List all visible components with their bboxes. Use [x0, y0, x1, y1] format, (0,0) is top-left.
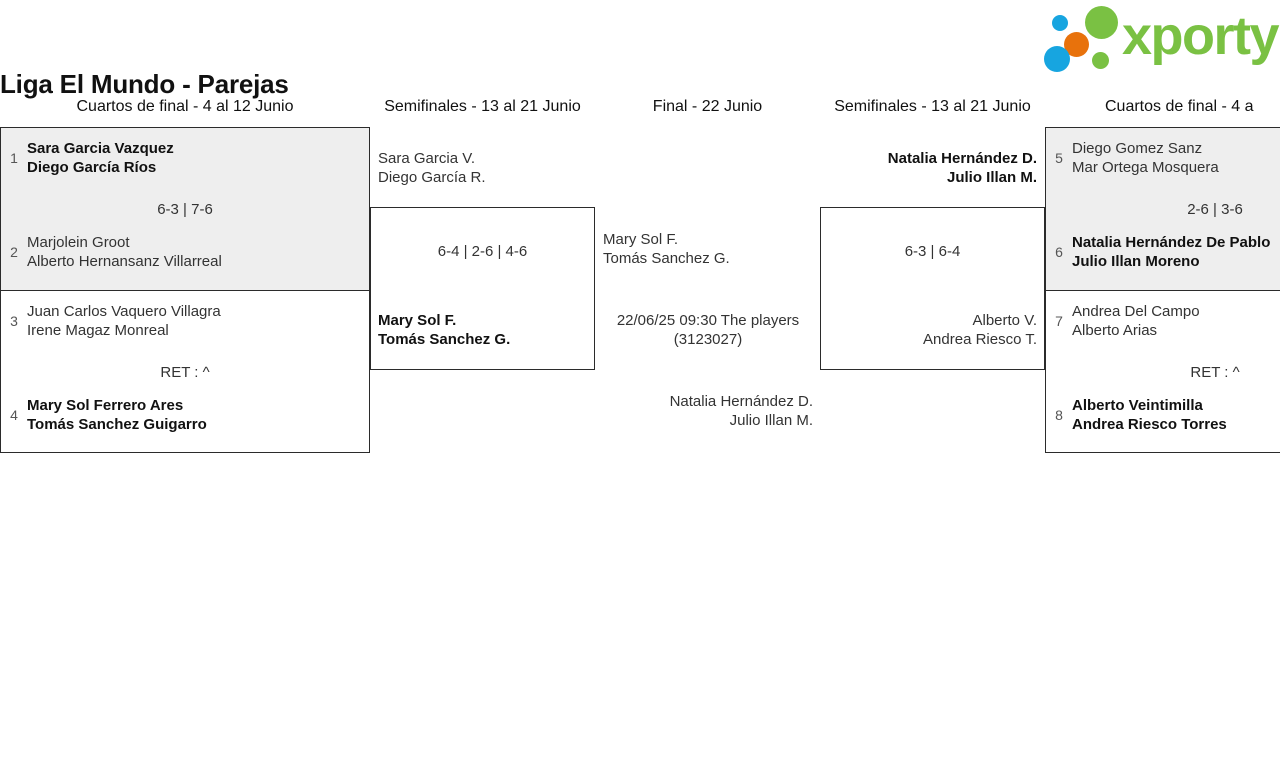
- player-name: Tomás Sanchez G.: [603, 250, 730, 267]
- match-qf1-team-bottom[interactable]: 2 Marjolein Groot Alberto Hernansanz Vil…: [1, 233, 369, 271]
- team-names: Marjolein Groot Alberto Hernansanz Villa…: [27, 233, 222, 271]
- logo-dot-blue-large: [1044, 46, 1070, 72]
- logo-dot-blue-small: [1052, 15, 1068, 31]
- final-team-top[interactable]: Mary Sol F. Tomás Sanchez G.: [603, 230, 730, 268]
- final-match-info[interactable]: 22/06/25 09:30 The players (3123027): [603, 311, 813, 349]
- page-header: Liga El Mundo - Parejas Final Six - Grup…: [0, 0, 1280, 198]
- player-name: Alberto Arias: [1072, 322, 1158, 339]
- semifinal-right-box[interactable]: 6-3 | 6-4: [820, 207, 1045, 370]
- quarterfinals-right-column: 5 Diego Gomez Sanz Mar Ortega Mosquera 2…: [1045, 127, 1280, 453]
- match-qf1-team-top[interactable]: 1 Sara Garcia Vazquez Diego García Ríos: [1, 139, 369, 177]
- round-header-semifinals-left: Semifinales - 13 al 21 Junio: [384, 98, 581, 115]
- match-qf1-score: 6-3 | 7-6: [157, 201, 213, 218]
- match-qf4-score: RET : ^: [1190, 364, 1240, 381]
- match-qf3[interactable]: 5 Diego Gomez Sanz Mar Ortega Mosquera 2…: [1046, 128, 1280, 291]
- player-name: Alberto V.: [972, 312, 1038, 329]
- round-header-quarterfinals-left: Cuartos de final - 4 al 12 Junio: [76, 98, 294, 115]
- final-team-bottom[interactable]: Natalia Hernández D. Julio Illan M.: [603, 392, 813, 430]
- player-name: Natalia Hernández De Pablo: [1072, 234, 1271, 251]
- player-name: Tomás Sanchez G.: [378, 331, 511, 348]
- logo-wordmark: xporty: [1122, 6, 1280, 66]
- match-qf3-team-bottom[interactable]: 6 Natalia Hernández De Pablo Julio Illan…: [1046, 233, 1280, 271]
- player-name: Diego García R.: [378, 169, 486, 186]
- match-qf2-score: RET : ^: [160, 364, 210, 381]
- player-name: Andrea Del Campo: [1072, 303, 1200, 320]
- semifinal-left-box[interactable]: 6-4 | 2-6 | 4-6: [370, 207, 595, 370]
- team-names: Andrea Del Campo Alberto Arias: [1072, 302, 1200, 340]
- match-qf4[interactable]: 7 Andrea Del Campo Alberto Arias RET : ^…: [1046, 291, 1280, 454]
- team-names: Juan Carlos Vaquero Villagra Irene Magaz…: [27, 302, 221, 340]
- player-name: Mary Sol Ferrero Ares: [27, 397, 184, 414]
- player-name: Mary Sol F.: [378, 312, 457, 329]
- player-name: Natalia Hernández D.: [887, 150, 1037, 167]
- semifinal-left-team-bottom[interactable]: Mary Sol F. Tomás Sanchez G.: [378, 311, 510, 349]
- player-name: Julio Illan M.: [729, 412, 813, 429]
- player-name: Andrea Riesco Torres: [1072, 416, 1227, 433]
- player-name: Natalia Hernández D.: [669, 393, 813, 410]
- player-name: Marjolein Groot: [27, 234, 130, 251]
- player-name: Julio Illan M.: [946, 169, 1037, 186]
- semifinal-left-score: 6-4 | 2-6 | 4-6: [437, 243, 528, 260]
- xporty-logo[interactable]: xporty: [1042, 4, 1280, 72]
- seed-number: 8: [1055, 407, 1063, 423]
- player-name: Tomás Sanchez Guigarro: [27, 416, 207, 433]
- seed-number: 4: [10, 407, 18, 423]
- match-qf3-score: 2-6 | 3-6: [1187, 201, 1243, 218]
- match-qf2[interactable]: 3 Juan Carlos Vaquero Villagra Irene Mag…: [1, 291, 369, 454]
- round-header-final: Final - 22 Junio: [652, 98, 763, 115]
- seed-number: 2: [10, 244, 18, 260]
- player-name: Diego Gomez Sanz: [1072, 140, 1203, 157]
- team-names: Alberto Veintimilla Andrea Riesco Torres: [1072, 396, 1227, 434]
- logo-dot-green-large: [1085, 6, 1118, 39]
- logo-dot-green-small: [1092, 52, 1109, 69]
- match-qf4-team-top[interactable]: 7 Andrea Del Campo Alberto Arias: [1046, 302, 1280, 340]
- match-qf2-team-top[interactable]: 3 Juan Carlos Vaquero Villagra Irene Mag…: [1, 302, 369, 340]
- player-name: Sara Garcia V.: [378, 150, 475, 167]
- semifinal-right-score: 6-3 | 6-4: [904, 243, 961, 260]
- team-names: Sara Garcia Vazquez Diego García Ríos: [27, 139, 174, 177]
- seed-number: 5: [1055, 150, 1063, 166]
- player-name: Mary Sol F.: [603, 231, 679, 248]
- match-qf4-team-bottom[interactable]: 8 Alberto Veintimilla Andrea Riesco Torr…: [1046, 396, 1280, 434]
- player-name: Alberto Veintimilla: [1072, 397, 1203, 414]
- player-name: Julio Illan Moreno: [1072, 253, 1200, 270]
- semifinal-left-team-top[interactable]: Sara Garcia V. Diego García R.: [378, 149, 486, 187]
- team-names: Natalia Hernández De Pablo Julio Illan M…: [1072, 233, 1270, 271]
- team-names: Diego Gomez Sanz Mar Ortega Mosquera: [1072, 139, 1219, 177]
- seed-number: 7: [1055, 313, 1063, 329]
- semifinal-right-team-top[interactable]: Natalia Hernández D. Julio Illan M.: [827, 149, 1037, 187]
- seed-number: 1: [10, 150, 18, 166]
- final-match-id: (3123027): [673, 331, 743, 348]
- round-header-semifinals-right: Semifinales - 13 al 21 Junio: [834, 98, 1031, 115]
- player-name: Alberto Hernansanz Villarreal: [27, 253, 222, 270]
- match-qf1[interactable]: 1 Sara Garcia Vazquez Diego García Ríos …: [1, 128, 369, 291]
- round-header-quarterfinals-right: Cuartos de final - 4 a: [1105, 98, 1254, 115]
- match-qf3-team-top[interactable]: 5 Diego Gomez Sanz Mar Ortega Mosquera: [1046, 139, 1280, 177]
- team-names: Mary Sol Ferrero Ares Tomás Sanchez Guig…: [27, 396, 207, 434]
- player-name: Juan Carlos Vaquero Villagra: [27, 303, 221, 320]
- semifinal-right-team-bottom[interactable]: Alberto V. Andrea Riesco T.: [827, 311, 1037, 349]
- seed-number: 6: [1055, 244, 1063, 260]
- player-name: Sara Garcia Vazquez: [27, 140, 174, 157]
- title-line-1: Liga El Mundo - Parejas: [0, 69, 289, 99]
- player-name: Mar Ortega Mosquera: [1072, 159, 1219, 176]
- final-match-datetime-venue: 22/06/25 09:30 The players: [616, 312, 800, 329]
- match-qf2-team-bottom[interactable]: 4 Mary Sol Ferrero Ares Tomás Sanchez Gu…: [1, 396, 369, 434]
- player-name: Diego García Ríos: [27, 159, 157, 176]
- seed-number: 3: [10, 313, 18, 329]
- quarterfinals-left-column: 1 Sara Garcia Vazquez Diego García Ríos …: [0, 127, 370, 453]
- player-name: Irene Magaz Monreal: [27, 322, 169, 339]
- player-name: Andrea Riesco T.: [923, 331, 1037, 348]
